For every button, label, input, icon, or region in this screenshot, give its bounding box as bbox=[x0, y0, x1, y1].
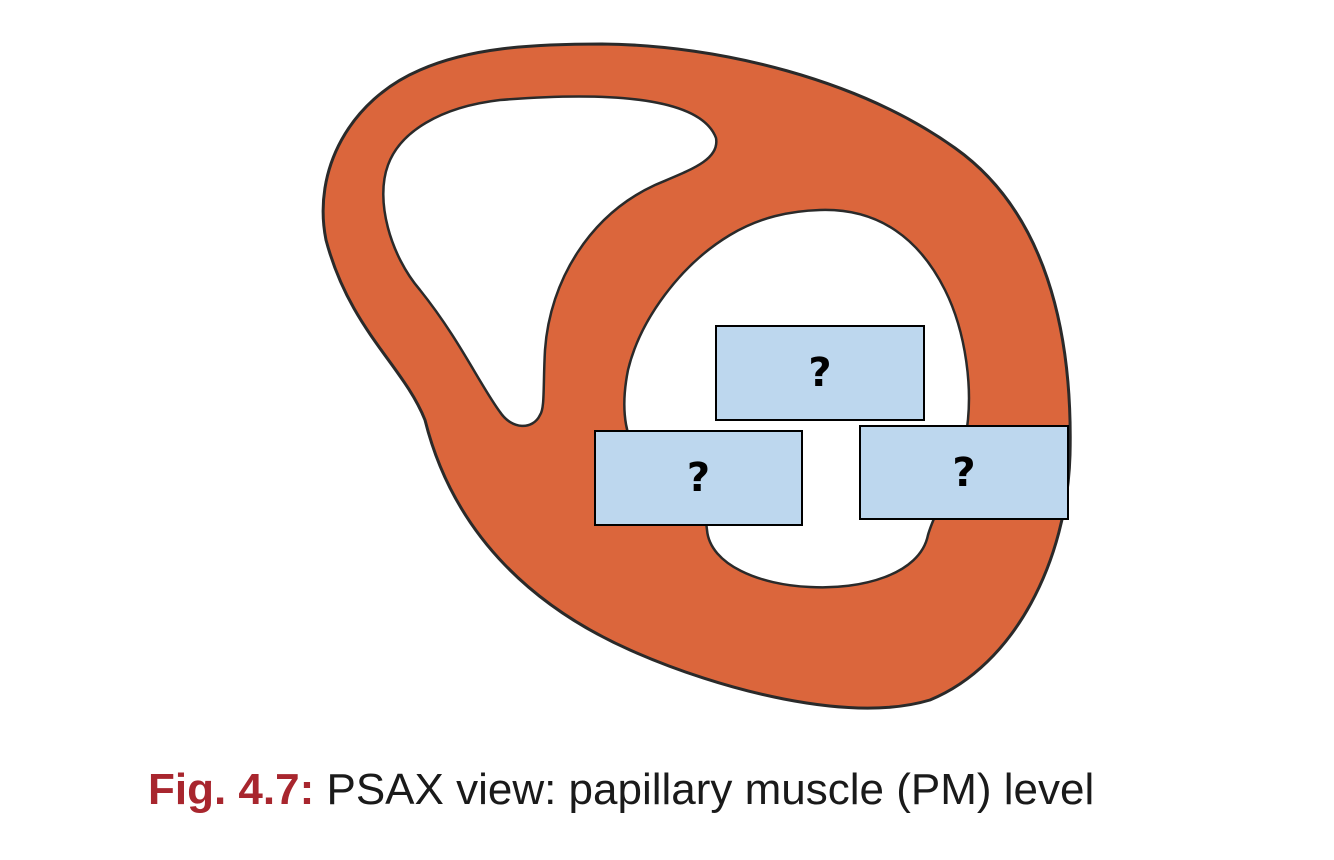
figure-caption-label: Fig. 4.7: bbox=[148, 765, 315, 814]
label-box-top-text: ? bbox=[808, 350, 832, 396]
label-box-left-text: ? bbox=[686, 455, 711, 501]
label-box-top: ? bbox=[715, 325, 925, 421]
label-box-right: ? bbox=[859, 425, 1069, 520]
right-ventricle-cavity bbox=[382, 95, 718, 428]
label-box-right-text: ? bbox=[952, 449, 976, 496]
figure-caption: Fig. 4.7: PSAX view: papillary muscle (P… bbox=[0, 762, 1334, 818]
label-box-left: ? bbox=[594, 430, 803, 526]
figure-caption-text: PSAX view: papillary muscle (PM) level bbox=[314, 765, 1095, 814]
